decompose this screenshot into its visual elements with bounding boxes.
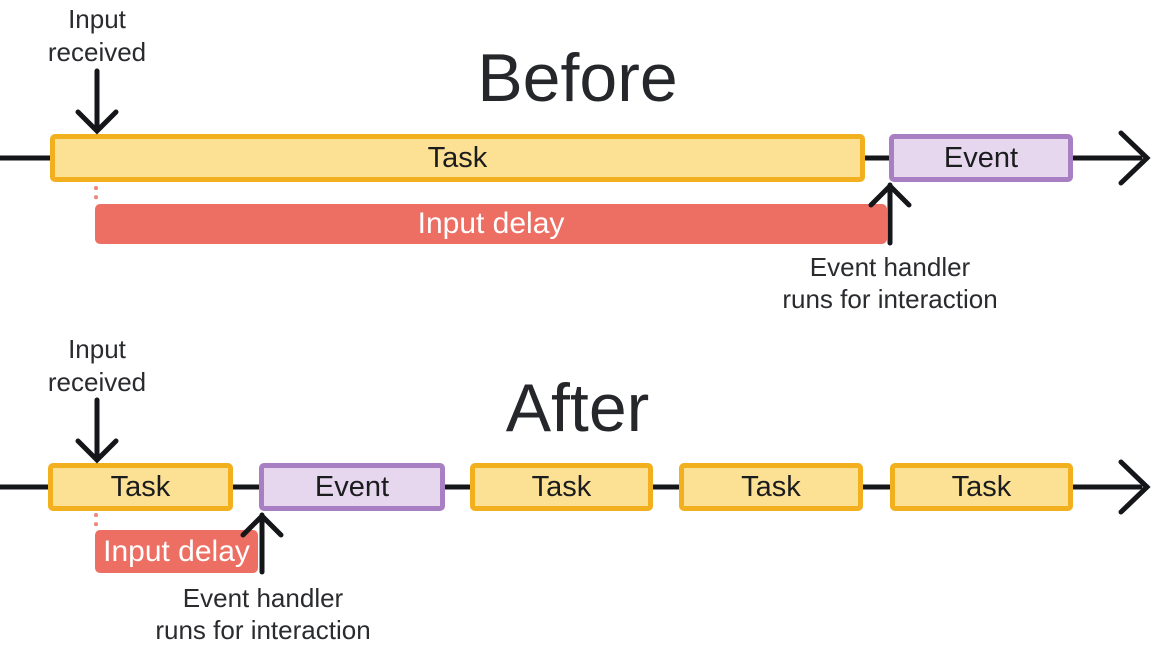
after-event-handler-line2: runs for interaction: [155, 615, 371, 645]
before-input-received-line2: received: [47, 37, 147, 67]
after-task-bar-4: Task: [890, 463, 1073, 511]
after-section-title: After: [505, 370, 650, 446]
after-input-received-line1: Input: [68, 334, 126, 364]
after-input-received-label: Input received: [17, 333, 177, 399]
after-task-bar-1: Task: [48, 463, 233, 511]
before-event-handler-label: Event handler runs for interaction: [740, 251, 1040, 315]
after-timeline-arrow-right-icon: [1118, 459, 1151, 515]
after-task-bar-2: Task: [470, 463, 653, 511]
before-section-title: Before: [477, 40, 678, 116]
before-input-received-line1: Input: [68, 4, 126, 34]
after-task-bar-3: Task: [679, 463, 863, 511]
after-event-handler-label: Event handler runs for interaction: [108, 582, 418, 646]
before-task-bar: Task: [50, 134, 865, 182]
before-timeline-arrow-right-icon: [1118, 130, 1151, 186]
before-input-delay-bar: Input delay: [95, 204, 887, 244]
before-event-bar: Event: [889, 134, 1073, 182]
after-event-handler-line1: Event handler: [182, 583, 344, 613]
after-input-delay-bar: Input delay: [95, 530, 258, 573]
before-input-received-label: Input received: [17, 3, 177, 69]
after-event-bar: Event: [259, 463, 445, 511]
after-input-received-line2: received: [47, 367, 147, 397]
before-event-handler-line2: runs for interaction: [782, 284, 998, 314]
before-event-handler-line1: Event handler: [809, 252, 971, 282]
